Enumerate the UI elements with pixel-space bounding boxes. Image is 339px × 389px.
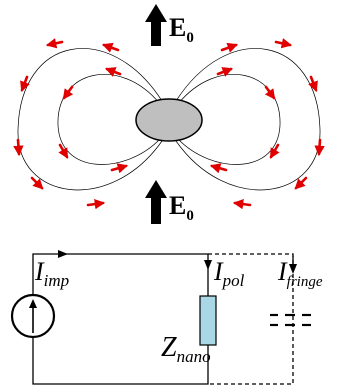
wire-arrow-icon (289, 264, 297, 274)
arrow-icon (30, 176, 44, 190)
arrow-icon (20, 75, 30, 92)
arrow-icon (45, 38, 64, 49)
arrow-icon (105, 67, 122, 77)
arrow-icon (102, 42, 120, 53)
i-fringe-label: Ifringe (277, 257, 323, 290)
fringe-branch (208, 253, 294, 385)
arrow-icon (210, 163, 228, 174)
arrow-icon (274, 38, 293, 49)
field-arrows (13, 38, 325, 210)
arrow-head (145, 180, 167, 198)
arrow-icon (86, 198, 106, 210)
fringe-wire (208, 253, 294, 385)
arrow-shaft (151, 196, 161, 224)
field-diagram: E0 E0 (13, 4, 325, 224)
wire-arrow-icon (58, 250, 68, 258)
arrow-shaft (151, 20, 161, 46)
arrow-icon (220, 42, 238, 53)
top-field-arrow (145, 4, 167, 46)
wire-arrow-icon (204, 260, 212, 270)
field-line-right-outer (175, 48, 321, 191)
circuit-diagram: Iimp Ipol Ifringe Znano (10, 250, 323, 385)
field-lines (17, 48, 321, 191)
fringe-capacitor (270, 313, 311, 327)
current-source (10, 293, 56, 339)
i-imp-label: Iimp (34, 257, 69, 290)
wire-loop (32, 253, 209, 296)
arrow-icon (264, 85, 276, 100)
arrow-icon (269, 143, 280, 159)
arrow-icon (216, 67, 233, 77)
top-e0-label: E0 (169, 13, 194, 46)
i-pol-label: Ipol (213, 257, 245, 290)
wires (32, 253, 209, 385)
z-nano-label: Znano (161, 332, 211, 366)
arrow-icon (294, 176, 308, 190)
arrow-icon (232, 198, 252, 210)
wire-bottom (32, 337, 209, 385)
up-arrow-icon (29, 299, 37, 308)
arrow-icon (58, 143, 69, 159)
arrow-icon (62, 85, 74, 100)
bottom-field-arrow (145, 180, 167, 224)
arrow-icon (308, 75, 318, 92)
arrow-head (145, 4, 167, 22)
arrow-icon (314, 138, 325, 157)
nano-impedance (199, 295, 217, 346)
field-line-left-inner (57, 74, 161, 165)
bottom-e0-label: E0 (169, 191, 194, 224)
field-line-left-outer (17, 48, 163, 191)
arrow-icon (110, 163, 128, 174)
nanoparticle (135, 98, 203, 142)
field-line-right-inner (177, 74, 281, 165)
arrow-icon (13, 138, 24, 157)
